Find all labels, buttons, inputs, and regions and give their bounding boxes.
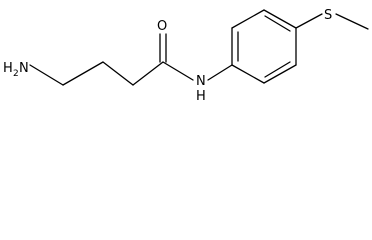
bond-s-methyl <box>335 13 369 30</box>
bond-nh2-c1 <box>29 64 64 86</box>
carbonyl-oxygen-label: O <box>157 19 167 34</box>
amine-subscript-label: 2 <box>13 69 19 79</box>
amine-nitrogen-label: H <box>3 61 13 76</box>
bond-c2-c3 <box>102 61 134 86</box>
atom-labels: H 2 N O N H S <box>3 8 332 104</box>
bond-ring-5 <box>263 64 297 84</box>
sulfur-label: S <box>324 8 332 23</box>
bond-ring-inner-3 <box>264 61 291 78</box>
amide-nitrogen-label: N <box>196 74 206 89</box>
bond-n-ring <box>207 64 233 81</box>
bond-c3-c4 <box>132 61 164 86</box>
structure-diagram: H 2 N O N H S <box>3 8 369 104</box>
bond-ring-s <box>295 13 323 29</box>
amide-hydrogen-label: H <box>196 89 206 104</box>
bond-c4-n <box>162 61 194 81</box>
bond-ring-6 <box>231 64 265 84</box>
bonds <box>29 9 369 86</box>
bond-ring-2 <box>231 9 265 29</box>
amine-n-label: N <box>19 61 29 76</box>
bond-ring-inner-2 <box>264 15 291 32</box>
bond-ring-3 <box>263 9 297 29</box>
bond-c1-c2 <box>62 61 104 86</box>
